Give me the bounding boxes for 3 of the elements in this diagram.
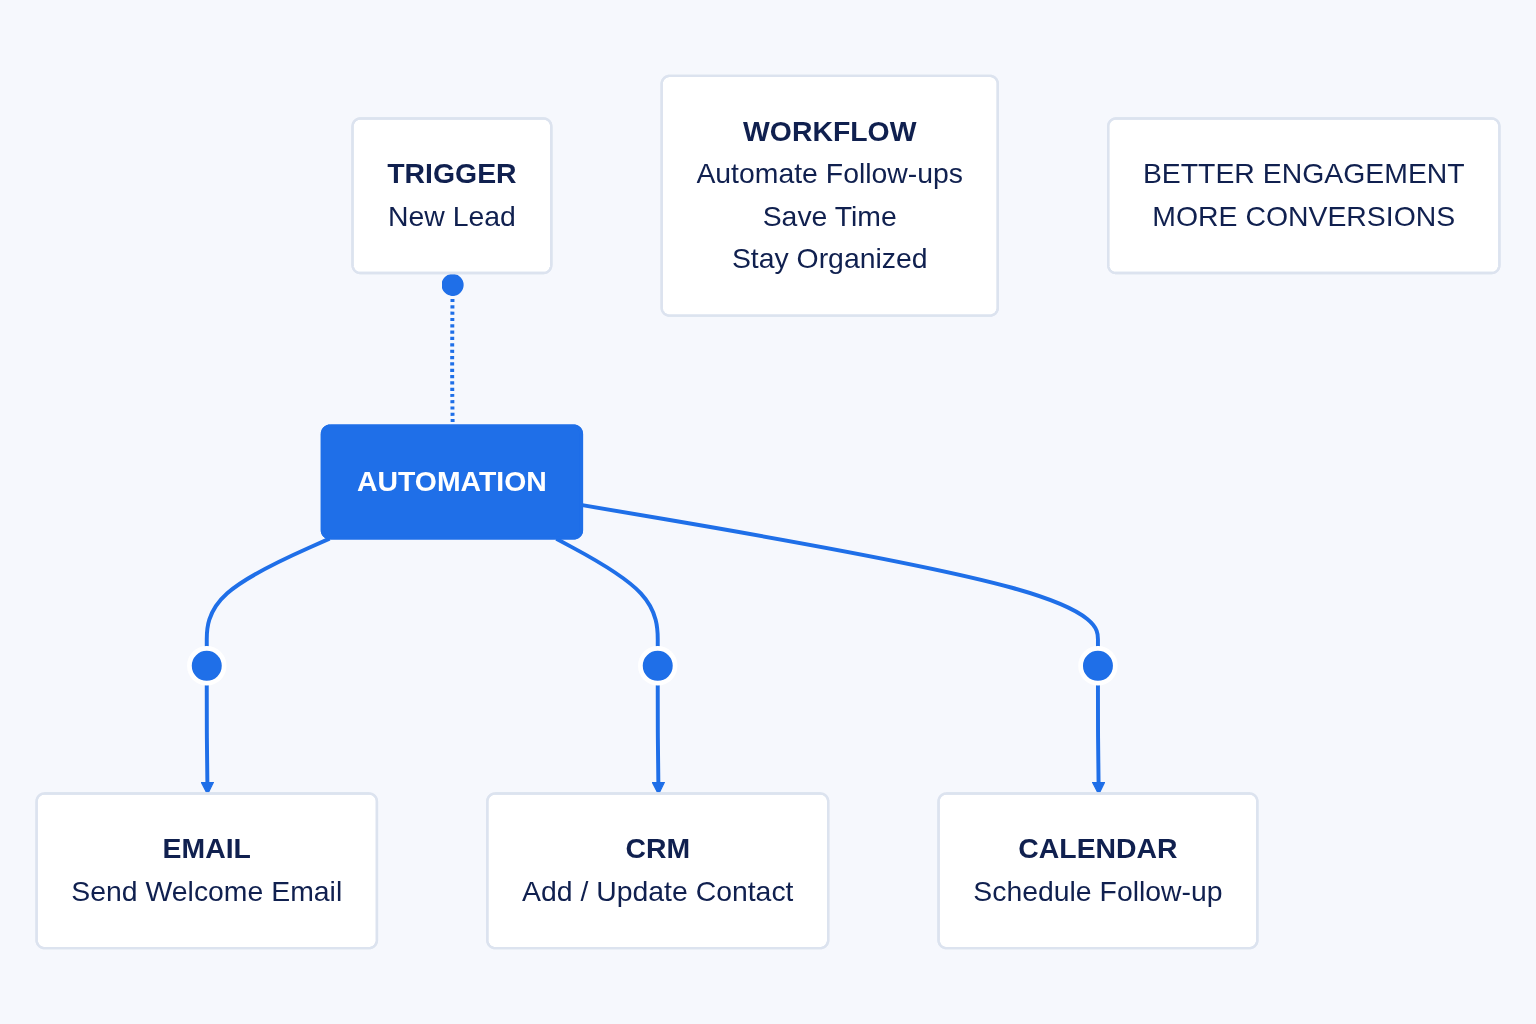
node-circle: [187, 646, 227, 686]
node-circle: [1078, 646, 1118, 686]
node-circle: [638, 646, 678, 686]
